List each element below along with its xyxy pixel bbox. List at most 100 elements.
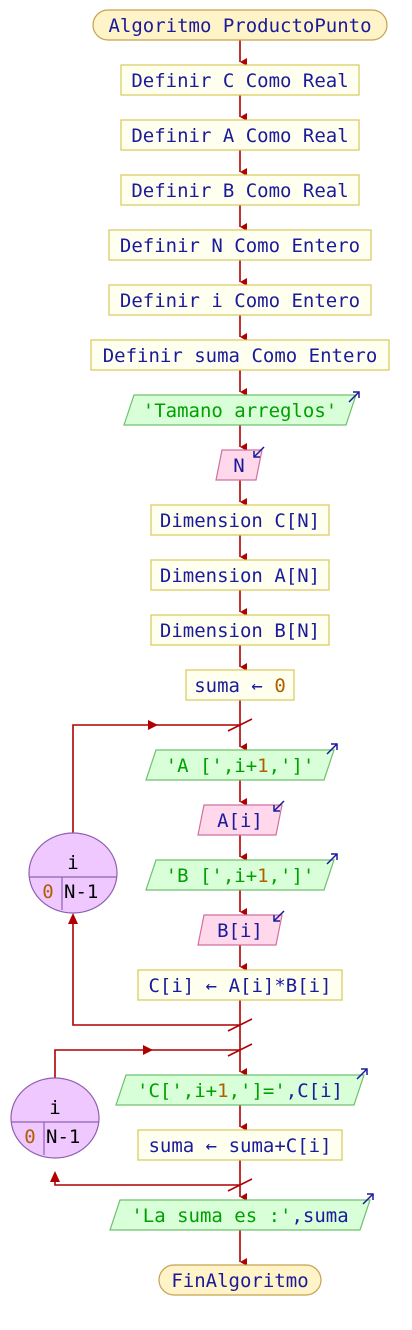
def-a-block: Definir A Como Real: [120, 119, 360, 151]
output-arrow-icon: [348, 391, 360, 403]
def-c-block: Definir C Como Real: [120, 64, 360, 96]
loop2-assign-target: suma: [148, 1135, 194, 1157]
def-i-kw1: Definir: [120, 290, 212, 312]
output-arrow-icon: [356, 1068, 368, 1080]
output-arrow-icon: [326, 853, 338, 865]
def-b-var: B: [223, 180, 234, 202]
svg-text:N-1: N-1: [46, 1126, 80, 1148]
svg-text:Dimension C[N]: Dimension C[N]: [160, 510, 320, 532]
assign-arrow-glyph: ←: [206, 975, 217, 997]
loop2-out-p1: 'C[': [137, 1080, 183, 1102]
loop1-var: i: [67, 852, 78, 874]
svg-text:Definir N Como Entero: Definir N Como Entero: [120, 235, 360, 257]
assign-suma-target: suma: [194, 675, 240, 697]
svg-text:'La suma es :',suma: 'La suma es :',suma: [131, 1205, 348, 1227]
def-c-var: C: [223, 70, 234, 92]
loop2-out-p2: ,i+: [183, 1080, 217, 1102]
loop1-out-b-prefix: 'B [',i+: [166, 865, 258, 887]
loop1-circle: i 0 N-1: [28, 832, 118, 914]
input-n-text: N: [233, 455, 244, 477]
loop1-out-a-prefix: 'A [',i+: [166, 755, 258, 777]
svg-text:Definir A Como Real: Definir A Como Real: [131, 125, 348, 147]
def-n-kw1: Definir: [120, 235, 212, 257]
dim-a-kw: Dimension: [160, 565, 274, 587]
svg-text:C[i] ← A[i]*B[i]: C[i] ← A[i]*B[i]: [148, 975, 331, 997]
def-a-kw1: Definir: [131, 125, 223, 147]
loop2-out-p4: ,C[i]: [286, 1080, 343, 1102]
def-suma-var: suma: [194, 345, 240, 367]
dim-a-block: Dimension A[N]: [150, 559, 330, 591]
svg-text:suma ← 0: suma ← 0: [194, 675, 286, 697]
svg-text:Definir C Como Real: Definir C Como Real: [131, 70, 348, 92]
svg-text:'A [',i+1,']': 'A [',i+1,']': [166, 755, 315, 777]
loop1-in-a-text: A[i]: [217, 810, 263, 832]
output-arrow-icon: [326, 743, 338, 755]
loop2-output-c: 'C[',i+1,']=',C[i]: [115, 1068, 368, 1106]
loop2-out-num: 1: [217, 1080, 228, 1102]
dim-c-kw: Dimension: [160, 510, 274, 532]
loop1-in-b-text: B[i]: [217, 920, 263, 942]
def-a-var: A: [223, 125, 235, 147]
def-c-kw2: Como Real: [234, 70, 348, 92]
loop1-input-b: B[i]: [197, 910, 285, 946]
loop1-back-edge: [68, 718, 253, 1032]
output-tamano-text: 'Tamano arreglos': [143, 400, 337, 422]
start-terminal: Algoritmo ProductoPunto: [92, 9, 388, 41]
loop1-out-a-num: 1: [257, 755, 268, 777]
loop1-from: 0: [42, 881, 53, 903]
svg-text:N-1: N-1: [64, 881, 98, 903]
def-b-kw2: Como Real: [234, 180, 348, 202]
loop2-var: i: [49, 1097, 60, 1119]
end-terminal: FinAlgoritmo: [158, 1264, 322, 1296]
dim-c-var: C[N]: [274, 510, 320, 532]
dim-a-var: A[N]: [274, 565, 320, 587]
assign-suma-zero: suma ← 0: [185, 669, 295, 701]
svg-text:'B [',i+1,']': 'B [',i+1,']': [166, 865, 315, 887]
loop2-out-p3: ,']=': [229, 1080, 286, 1102]
input-arrow-icon: [253, 446, 265, 458]
loop1-output-b: 'B [',i+1,']': [145, 853, 338, 891]
dim-b-kw: Dimension: [160, 620, 274, 642]
svg-text:Definir suma Como Entero: Definir suma Como Entero: [103, 345, 378, 367]
def-n-kw2: Como Entero: [223, 235, 360, 257]
loop2-back-edge: [50, 1043, 253, 1192]
svg-text:'C[',i+1,']=',C[i]: 'C[',i+1,']=',C[i]: [137, 1080, 343, 1102]
end-label: FinAlgoritmo: [171, 1270, 308, 1292]
loop2-from: 0: [24, 1126, 35, 1148]
def-b-block: Definir B Como Real: [120, 174, 360, 206]
dim-b-var: B[N]: [274, 620, 320, 642]
loop1-to: N-1: [64, 881, 98, 903]
output-tamano: 'Tamano arreglos': [123, 391, 360, 426]
loop1-assign-target: C[i]: [148, 975, 194, 997]
loop2-circle: i 0 N-1: [10, 1077, 100, 1159]
dim-b-block: Dimension B[N]: [150, 614, 330, 646]
output-final-str: 'La suma es :': [131, 1205, 291, 1227]
def-a-kw2: Como Real: [234, 125, 348, 147]
def-suma-block: Definir suma Como Entero: [90, 339, 390, 371]
svg-text:Definir i Como Entero: Definir i Como Entero: [120, 290, 360, 312]
dim-c-block: Dimension C[N]: [150, 504, 330, 536]
svg-text:Definir B Como Real: Definir B Como Real: [131, 180, 348, 202]
loop2-to: N-1: [46, 1126, 80, 1148]
input-arrow-icon: [273, 910, 285, 922]
svg-text:Dimension B[N]: Dimension B[N]: [160, 620, 320, 642]
svg-text:Dimension A[N]: Dimension A[N]: [160, 565, 320, 587]
def-c-kw1: Definir: [131, 70, 223, 92]
loop2-assign-suma: suma ← suma+C[i]: [137, 1129, 343, 1161]
loop1-out-a-suffix: ,']': [269, 755, 315, 777]
loop1-output-a: 'A [',i+1,']': [145, 743, 338, 781]
loop1-out-b-suffix: ,']': [269, 865, 315, 887]
def-b-kw1: Definir: [131, 180, 223, 202]
def-i-kw2: Como Entero: [223, 290, 360, 312]
svg-text:suma ← suma+C[i]: suma ← suma+C[i]: [148, 1135, 331, 1157]
loop1-assign-c: C[i] ← A[i]*B[i]: [137, 969, 343, 1001]
input-arrow-icon: [273, 800, 285, 812]
output-final-rest: ,suma: [291, 1205, 348, 1227]
assign-suma-value: 0: [274, 675, 285, 697]
def-suma-kw2: Como Entero: [240, 345, 377, 367]
def-i-var: i: [211, 290, 222, 312]
loop1-input-a: A[i]: [197, 800, 285, 836]
output-final: 'La suma es :',suma: [109, 1193, 374, 1231]
input-n: N: [215, 446, 265, 481]
